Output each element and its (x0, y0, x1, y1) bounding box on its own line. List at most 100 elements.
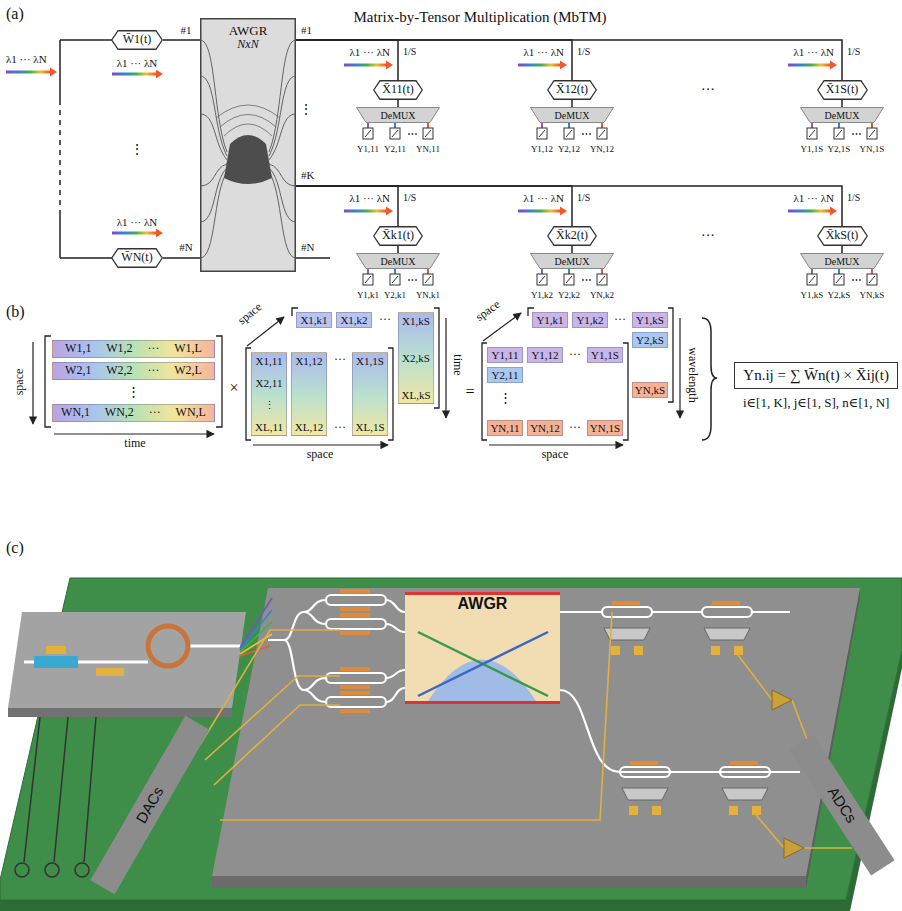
chip-waveguides (720, 767, 770, 777)
photodetector (390, 128, 400, 139)
awgr-chip-art (418, 632, 548, 696)
port-number: #1 (301, 24, 312, 36)
chip-waveguides (326, 619, 386, 629)
output-label: Y1,kS (801, 291, 824, 301)
chip-detectors (652, 806, 661, 815)
node-outline (801, 254, 884, 269)
amplifier (772, 690, 804, 858)
node-text: X̄k1(t) (382, 229, 414, 242)
laser-chip (8, 612, 246, 717)
chip-detectors (611, 646, 620, 655)
awgr-chip-art (418, 632, 548, 696)
spectrum-arrow (830, 61, 837, 70)
waveguide-connector (571, 100, 573, 107)
laser-chip (96, 668, 124, 676)
operator: × (229, 379, 238, 397)
node-text: ADCs (824, 784, 859, 826)
node-outline (531, 254, 614, 269)
photodetector (390, 274, 400, 285)
node-text: NxN (237, 38, 258, 51)
bias-wires (15, 863, 29, 877)
formula-box: Yn.ij = ∑ W̄n(t) × X̄ij(t) i∈[1, K], j∈[1… (734, 362, 898, 410)
amplifier (784, 838, 804, 858)
ellipsis: ⋮ (499, 391, 512, 405)
awgr-box: AWGRNxN (200, 18, 296, 272)
output-label: Y2,12 (558, 145, 580, 155)
axis-label: wavelength (685, 347, 698, 402)
ellipsis-dot (582, 279, 584, 281)
ellipsis: ··· (569, 421, 581, 434)
ellipsis-dot (412, 279, 414, 281)
laser-chip (46, 646, 66, 654)
modulator-hexagon: X̄1S(t) (817, 80, 868, 100)
node-text: DeMUX (381, 256, 416, 267)
waveguide (60, 40, 112, 258)
waveguide (296, 257, 330, 259)
chip-detectors (611, 646, 761, 815)
node-text: X1,k1 (300, 314, 327, 326)
node-text: DeMUX (555, 110, 590, 121)
node-text: WN,1 WN,2 ··· WN,L (61, 406, 206, 419)
ellipsis: ··· (569, 348, 581, 361)
modulator-electrodes (712, 601, 740, 605)
chip-detectors (734, 646, 743, 655)
modulator-hexagon: W̄1(t) (111, 30, 163, 50)
output-label: Y1,11 (357, 145, 379, 155)
node-outline (357, 254, 440, 269)
wavelength-label: λ1 ··· λN (117, 216, 158, 228)
demux-output (838, 269, 840, 274)
node-outline (269, 40, 296, 152)
laser-chip (8, 708, 232, 717)
modulator-electrodes (340, 709, 370, 713)
chip-demux (604, 628, 768, 800)
node-text: DeMUX (825, 256, 860, 267)
wavelength-label: λ1 ··· λN (349, 192, 390, 204)
spectrum-arrow (386, 207, 393, 216)
modulator-electrodes (340, 589, 370, 593)
waveguide-connector (397, 100, 399, 107)
photodetector (597, 274, 607, 285)
matrix-band: WN,1 WN,2 ··· WN,L (52, 404, 215, 422)
node-text: i∈[1, K], j∈[1, S], n∈[1, N] (743, 396, 890, 410)
photodetector (537, 274, 547, 285)
ellipsis: ⋮ (130, 142, 144, 157)
ellipsis-dot (852, 133, 854, 135)
photodetector (423, 128, 433, 139)
modulator-electrodes (612, 601, 640, 605)
ellipsis-dot (589, 133, 591, 135)
output-label: YN,11 (416, 145, 440, 155)
axis-label: space (307, 448, 334, 461)
waveguide-connector (841, 100, 843, 107)
modulator-hexagon: X̄k1(t) (373, 226, 423, 246)
ellipsis-dot (415, 279, 417, 281)
matrix-bracket (45, 336, 222, 427)
output-label: Y2,11 (384, 145, 406, 155)
waveguide-connector (397, 246, 399, 253)
output-label: YN,k2 (590, 291, 614, 301)
photonic-chip (212, 588, 860, 888)
node-text: Yn.ij = ∑ W̄n(t) × X̄ij(t) (734, 362, 898, 389)
demux-output (367, 269, 369, 274)
output-label: YN,kS (860, 291, 885, 301)
demux-trapezoid: DeMUX (530, 107, 614, 123)
node-text: AWGR (458, 595, 508, 613)
node-outline (224, 124, 272, 136)
laser-chip (148, 626, 188, 666)
node-outline (201, 19, 296, 272)
node-text: ⋮ (264, 399, 275, 411)
node-outline (801, 108, 884, 123)
node-outline (200, 172, 227, 258)
photodetector (425, 276, 431, 283)
spectrum-arrow (788, 210, 830, 213)
split-ratio: 1/S (403, 46, 416, 57)
node-text: X1,k2 (340, 314, 367, 326)
spectrum-arrow (560, 207, 567, 216)
waveguide-connector (296, 40, 842, 80)
chip-demux (704, 628, 750, 640)
node-text: AWGR (229, 24, 268, 38)
photodetector (836, 276, 842, 283)
modulator-electrodes (730, 761, 758, 765)
waveguide-connector (296, 40, 572, 80)
axis-arrow (445, 318, 446, 418)
axis-label: space (542, 448, 569, 461)
